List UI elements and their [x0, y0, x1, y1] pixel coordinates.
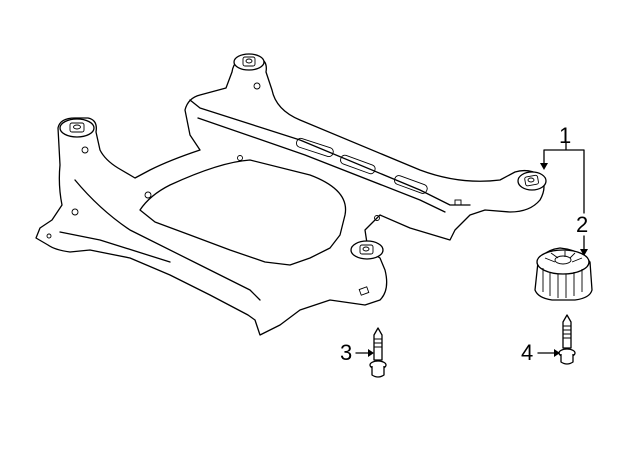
callout-2: 2 [576, 212, 589, 237]
bushing-part [534, 247, 593, 301]
bolt-part-4 [537, 314, 576, 365]
leader-line-2 [580, 235, 588, 256]
callout-1: 1 [559, 123, 572, 148]
bolt-part-3 [355, 327, 387, 378]
crossmember-part [35, 53, 547, 336]
callout-3: 3 [340, 340, 353, 365]
callout-4: 4 [521, 340, 534, 365]
leader-line-1 [540, 141, 585, 214]
